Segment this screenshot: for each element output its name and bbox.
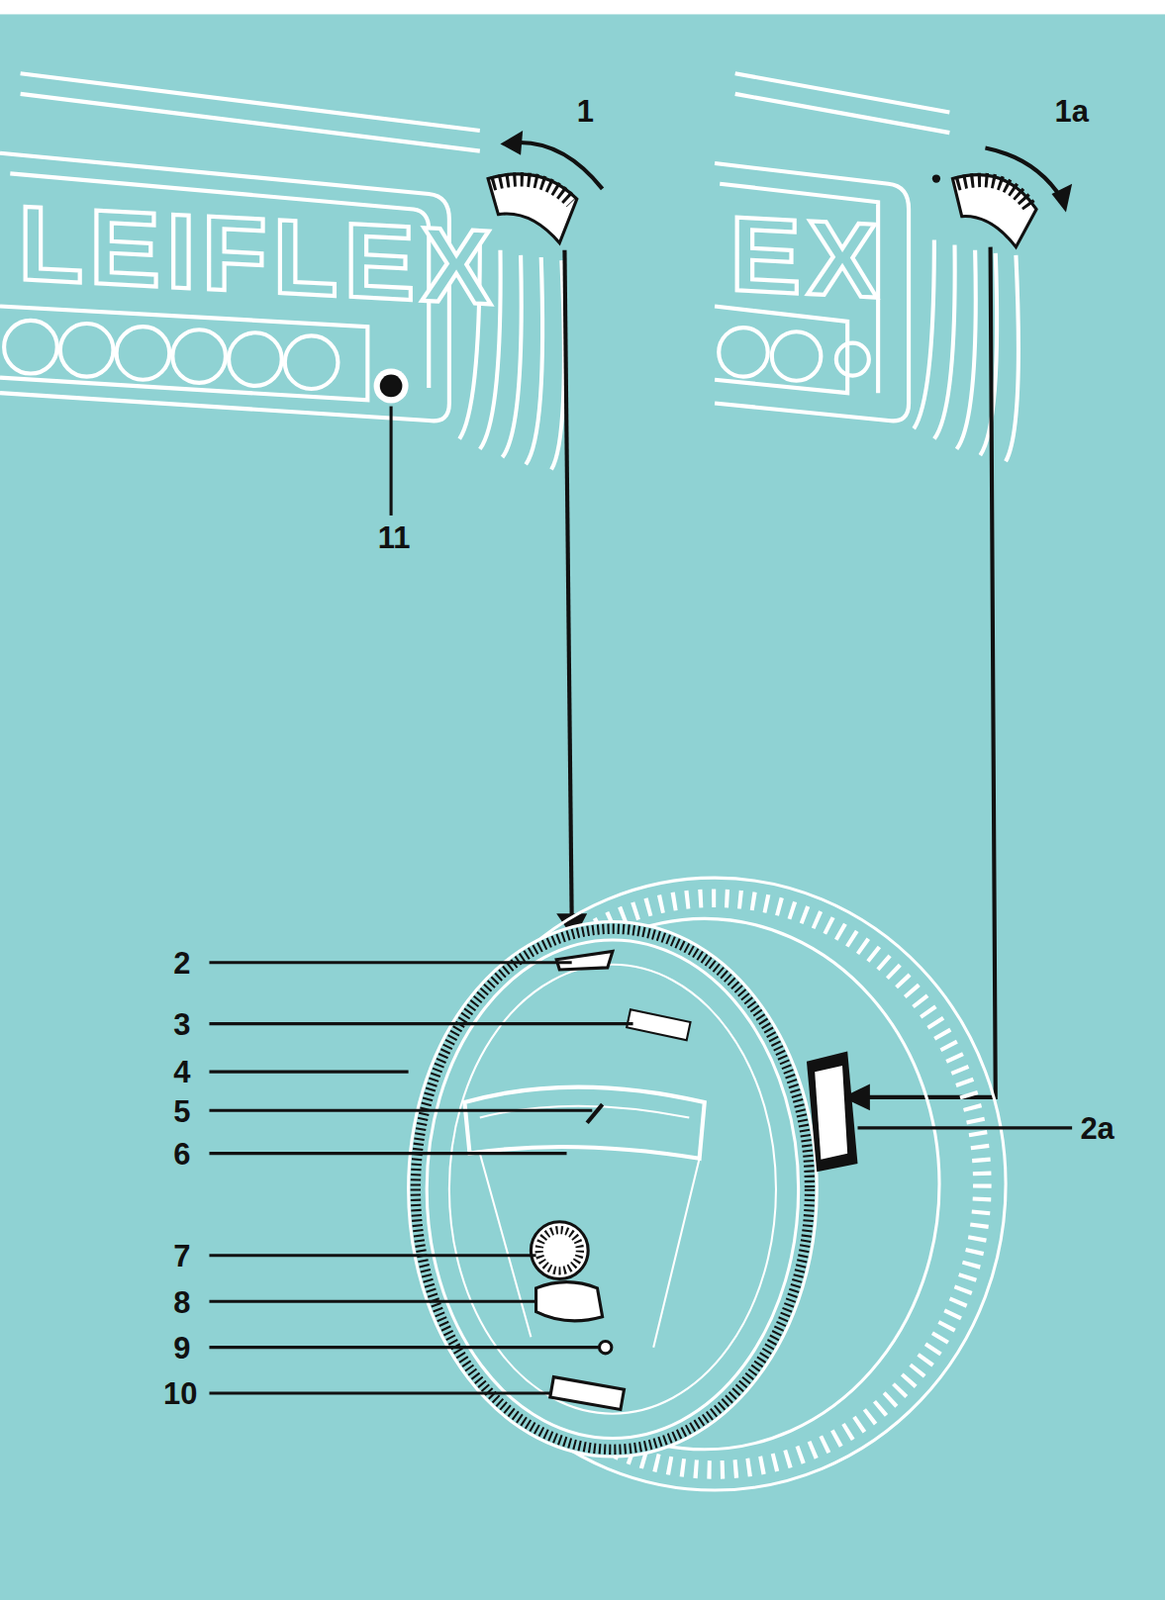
- meter-bumps: [3, 320, 338, 389]
- callout-number: 1: [577, 96, 594, 127]
- callout-number: 6: [173, 1139, 191, 1170]
- leader-line: [863, 247, 996, 1098]
- brand-name: LEIFLEX: [18, 190, 498, 322]
- callout-number: 9: [173, 1333, 191, 1364]
- knob-7: [530, 1222, 588, 1280]
- arrow-head: [499, 130, 523, 156]
- knob-1: [487, 174, 578, 244]
- background: [0, 13, 1165, 1600]
- left-camera-body: [0, 73, 565, 470]
- rotation-arrow: [510, 142, 603, 190]
- knob-knurl: [491, 179, 572, 202]
- part-3: [626, 1009, 690, 1041]
- callout-number: 3: [173, 1009, 191, 1041]
- button-11: [374, 368, 409, 403]
- leader-line: [389, 406, 393, 516]
- callout-leaders: [208, 963, 1072, 1394]
- button-11-core: [380, 375, 403, 398]
- knob-knurl: [957, 180, 1032, 210]
- index-dot: [932, 174, 941, 183]
- callout-number: 8: [173, 1287, 191, 1319]
- part-9: [599, 1341, 612, 1354]
- front-dial: [408, 921, 818, 1457]
- callout-number: 1a: [1055, 96, 1089, 127]
- part-8: [536, 1282, 603, 1322]
- brand-name: EX: [730, 199, 884, 314]
- right-camera-body: [714, 73, 1019, 462]
- callout-number: 11: [378, 522, 411, 554]
- leader-line: [564, 250, 572, 920]
- callout-number: 2a: [1079, 1113, 1114, 1145]
- knob-knurl: [539, 1230, 581, 1271]
- knob-1a: [952, 175, 1037, 248]
- callout-number: 10: [163, 1379, 197, 1411]
- part-2a-window: [814, 1066, 848, 1161]
- part-2a: [806, 1051, 859, 1172]
- callout-number: 2: [173, 948, 191, 979]
- callout-number: 7: [173, 1241, 191, 1272]
- part-2: [556, 951, 613, 971]
- callout-number: 4: [173, 1058, 191, 1089]
- callout-number: 5: [173, 1096, 191, 1128]
- arrow-head: [1051, 184, 1072, 213]
- rotation-arrow: [984, 148, 1062, 200]
- part-10: [550, 1377, 625, 1411]
